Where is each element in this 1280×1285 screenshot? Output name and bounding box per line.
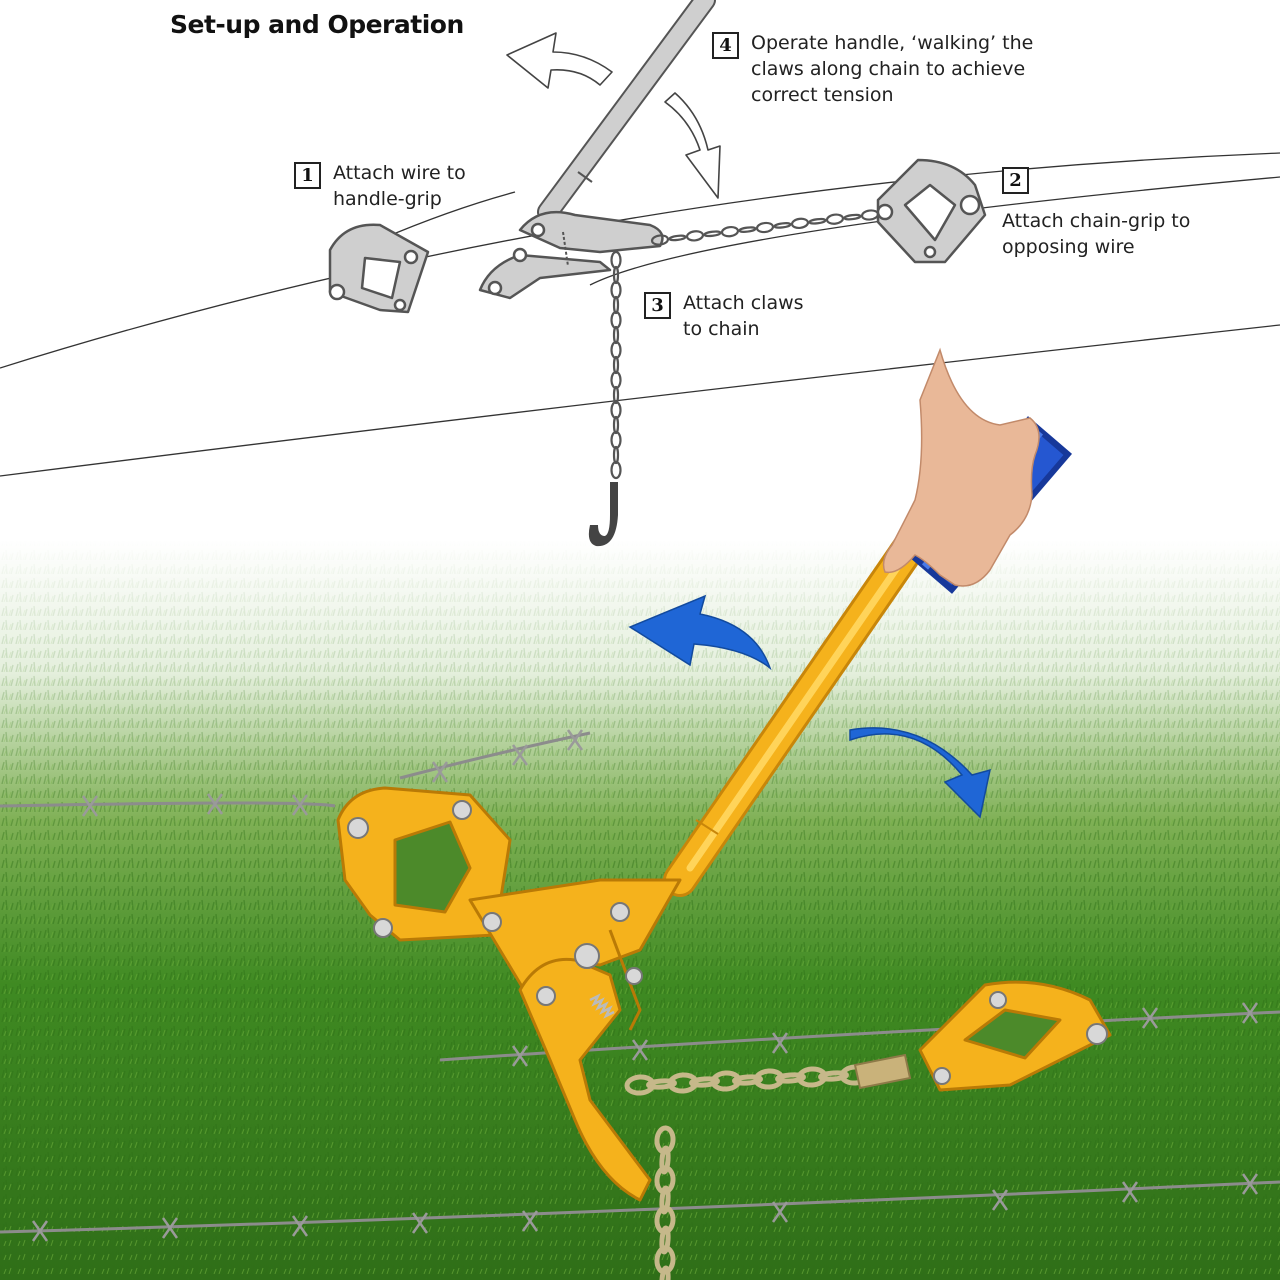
wire-barbs xyxy=(31,729,1259,1242)
photo-chain-link xyxy=(775,1072,806,1084)
hand xyxy=(882,347,1040,587)
step-4-number: 4 xyxy=(712,32,739,59)
photo-hanging-chain xyxy=(654,1125,676,1285)
sketch-chain-link xyxy=(720,225,740,238)
photo-chain-link xyxy=(732,1074,763,1086)
step-1-text: Attach wire to handle-grip xyxy=(333,162,466,210)
sketch-right-grip xyxy=(876,158,987,264)
rotate-up-arrow-icon xyxy=(506,32,613,89)
wire-barb xyxy=(31,1220,49,1242)
step-2-number: 2 xyxy=(1002,167,1029,194)
sketch-chain-link xyxy=(610,370,622,390)
wire-barb xyxy=(511,744,529,766)
wire-barb xyxy=(511,1045,529,1067)
sketch-chain-link xyxy=(773,222,792,229)
diagram-title: Set-up and Operation xyxy=(170,10,464,39)
photo-chain-link xyxy=(659,1145,671,1175)
sketch-chain-link xyxy=(610,250,622,270)
wire-barb xyxy=(81,795,99,817)
step-3-number: 3 xyxy=(644,292,671,319)
sketch-hanging-chain xyxy=(610,250,622,480)
photo-rotate-down-arrow-icon xyxy=(849,727,991,819)
sketch-chain-link xyxy=(610,340,622,360)
wire-barb xyxy=(631,1039,649,1061)
sketch-chain-link xyxy=(808,217,827,225)
sketch-hook xyxy=(588,482,618,547)
sketch-chain-link xyxy=(610,430,622,450)
wire-barb xyxy=(1241,1173,1259,1195)
photo-chain xyxy=(624,1064,871,1096)
sketch-chain-link xyxy=(668,234,687,242)
wire-barb xyxy=(1141,1007,1159,1029)
sketch-chain-link xyxy=(612,265,620,285)
sketch-chain-link xyxy=(790,217,810,230)
sketch-chain-link xyxy=(612,415,620,435)
sketch-chain-link xyxy=(650,234,670,246)
claw-spring xyxy=(589,993,615,1019)
wire-barb xyxy=(206,793,224,815)
photo-chain-link xyxy=(818,1070,849,1082)
chain-swivel xyxy=(853,1053,912,1090)
sketch-chain-link xyxy=(843,213,862,221)
photo-chain-link xyxy=(659,1185,671,1215)
wire-barb xyxy=(291,1215,309,1237)
wire-barb xyxy=(1121,1181,1139,1203)
sketch-chain-link xyxy=(860,209,880,221)
photo-rotate-up-arrow-icon xyxy=(628,594,772,671)
sketch-chain-link xyxy=(755,221,775,234)
sketch-chain-link xyxy=(612,295,620,315)
wire-barb xyxy=(771,1201,789,1223)
tool-right-grip xyxy=(918,980,1112,1092)
sketch-chain xyxy=(650,209,880,246)
step-3-text: Attach claws to chain xyxy=(683,292,804,340)
step-4-text: Operate handle, ‘walking’ the claws alon… xyxy=(751,32,1034,106)
wire-barb xyxy=(521,1210,539,1232)
rotate-down-arrow-icon xyxy=(664,92,721,199)
sketch-chain-link xyxy=(610,460,622,480)
sketch-chain-link xyxy=(703,230,722,238)
sketch-left-grip xyxy=(328,223,430,314)
photo-chain-link xyxy=(646,1078,677,1090)
sketch-chain-link xyxy=(825,213,845,225)
step-2-text: Attach chain-grip to opposing wire xyxy=(1002,210,1191,258)
wire-barb xyxy=(411,1212,429,1234)
wire-barb xyxy=(991,1189,1009,1211)
wire-barb xyxy=(291,794,309,816)
sketch-chain-link xyxy=(610,310,622,330)
wire-barb xyxy=(771,1032,789,1054)
sketch-chain-link xyxy=(612,355,620,375)
step-4-callout: 4 Operate handle, ‘walking’ the claws al… xyxy=(712,30,1033,108)
wire-barb xyxy=(1241,1002,1259,1024)
wire-barb xyxy=(161,1217,179,1239)
sketch-chain-link xyxy=(685,230,705,242)
right-grip-bolts xyxy=(933,991,1108,1085)
sketch-chain-link xyxy=(610,400,622,420)
step-3-callout: 3 Attach claws to chain xyxy=(644,290,804,342)
wire-barb xyxy=(566,729,584,751)
step-1-callout: 1 Attach wire to handle-grip xyxy=(294,160,466,212)
claw-bolts xyxy=(347,800,643,1006)
sketch-chain-link xyxy=(610,280,622,300)
sketch-chain-link xyxy=(738,226,757,233)
photo-chain-link xyxy=(689,1076,720,1088)
sketch-chain-link xyxy=(612,445,620,465)
step-1-number: 1 xyxy=(294,162,321,189)
sketch-claw-mechanism xyxy=(478,210,664,300)
wire-barb xyxy=(431,761,449,783)
step-2-callout: 2 Attach chain-grip to opposing wire xyxy=(1002,165,1190,260)
sketch-handle xyxy=(537,0,716,223)
photo-chain-link xyxy=(659,1225,671,1255)
sketch-chain-link xyxy=(612,325,620,345)
